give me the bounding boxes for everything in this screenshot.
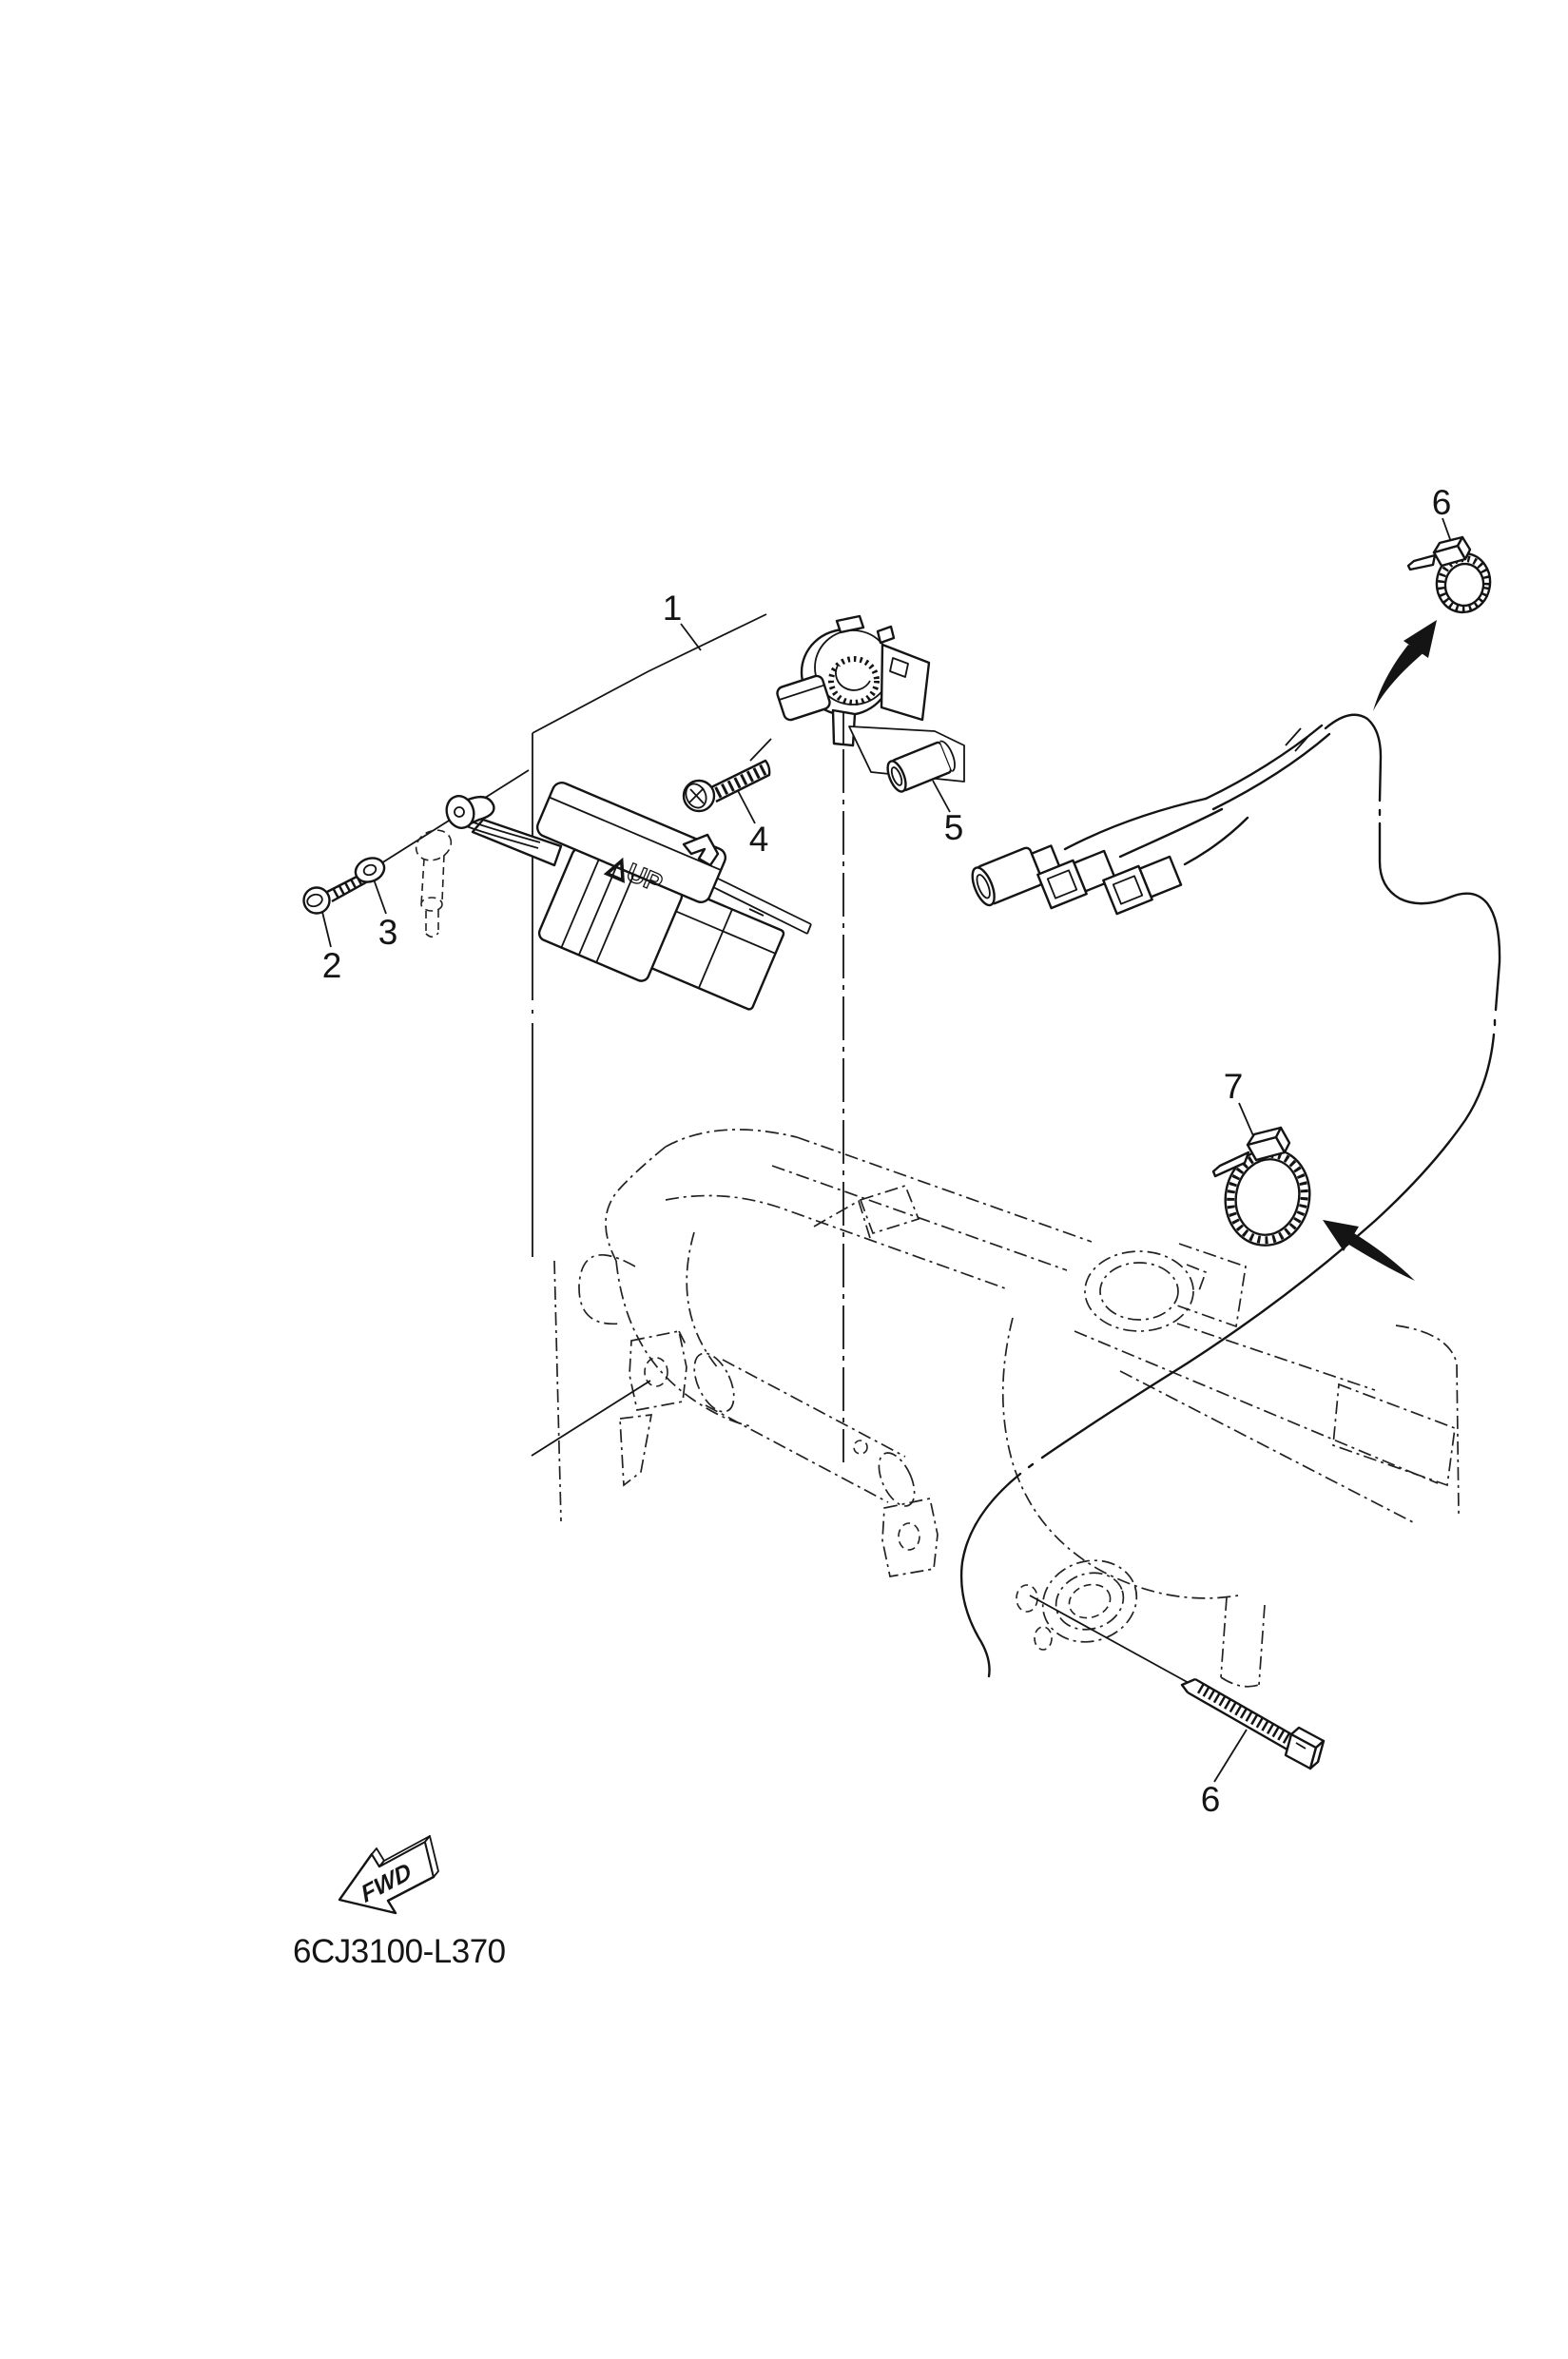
part-bolt <box>302 872 368 915</box>
engine-bracket-ghost <box>578 1129 1460 1688</box>
switch-holder <box>776 614 931 747</box>
diagram-code: 6CJ3100-L370 <box>293 1933 506 1970</box>
callouts: 1 2 3 4 5 6 7 6 <box>322 483 1452 1819</box>
callout-6-bottom: 6 <box>1201 1780 1221 1819</box>
wire-harness <box>959 713 1501 1678</box>
callout-7: 7 <box>1224 1067 1244 1106</box>
callout-4: 4 <box>749 820 769 859</box>
assembly-panel-outline <box>532 613 767 1257</box>
callout-1: 1 <box>663 589 683 628</box>
part-clamp <box>1211 1126 1311 1247</box>
part-collar <box>848 725 965 793</box>
callout-2: 2 <box>322 946 342 985</box>
part-washer <box>354 857 386 883</box>
fwd-arrow: FWD <box>338 1835 439 1915</box>
install-arrow-7 <box>1323 1220 1415 1281</box>
centerline <box>553 749 844 1522</box>
part-cable-tie-top <box>1406 535 1492 614</box>
part-trim-switch-assembly: △UP <box>445 782 812 1011</box>
callout-3: 3 <box>378 913 398 952</box>
callout-5: 5 <box>944 808 964 847</box>
part-cable-tie-bottom <box>1180 1677 1326 1770</box>
callout-6-top: 6 <box>1432 483 1452 522</box>
install-arrow-6 <box>1373 620 1437 711</box>
ghost-pin <box>415 829 453 938</box>
part-screw <box>682 759 771 813</box>
